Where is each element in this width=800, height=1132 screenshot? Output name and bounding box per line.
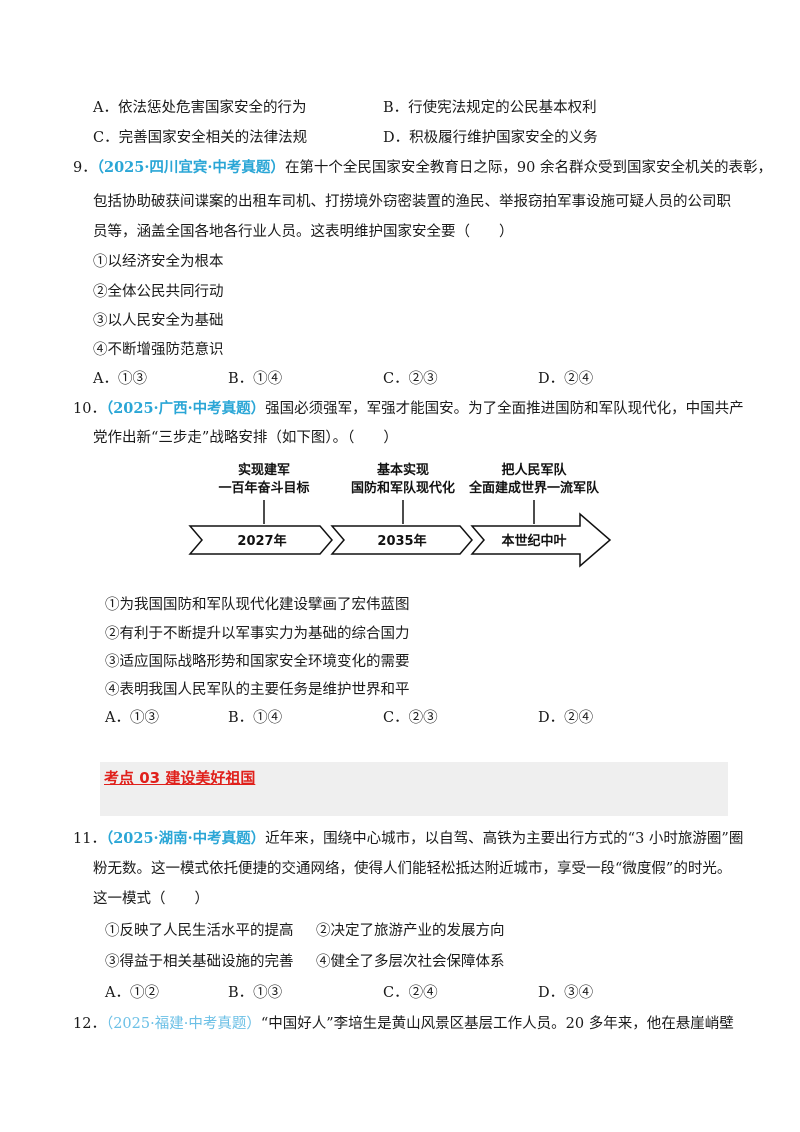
section-title: 考点 03 建设美好祖国	[104, 769, 256, 787]
statement-item: ②有利于不断提升以军事实力为基础的综合国力	[105, 626, 410, 642]
three-step-strategy-diagram: 实现建军 一百年奋斗目标 基本实现 国防和军队现代化 把人民军队 全面建成世界一…	[188, 462, 612, 568]
choice-b: B．①③	[228, 985, 283, 1001]
choice-a: A．①③	[93, 371, 147, 387]
stem-text: 这一模式（ ）	[93, 891, 209, 907]
option-a: A．依法惩处危害国家安全的行为	[93, 100, 307, 116]
question-12-stem: 12．（2025·福建·中考真题）“中国好人”李培生是黄山风景区基层工作人员。2…	[73, 1014, 734, 1034]
question-number: 9．	[73, 160, 97, 176]
stem-text: 在第十个全民国家安全教育日之际，90 余名群众受到国家安全机关的表彰，	[284, 160, 772, 176]
step-1-label: 2027年	[237, 533, 286, 549]
statement-item: ③得益于相关基础设施的完善	[105, 954, 294, 970]
stem-text: 近年来，围绕中心城市，以自驾、高铁为主要出行方式的“3 小时旅游圈”圈	[265, 831, 744, 847]
step-arrow-3	[470, 512, 612, 568]
choice-d: D．②④	[538, 710, 594, 726]
goal-2-line-2: 国防和军队现代化	[351, 480, 455, 496]
question-number: 11．	[73, 831, 106, 847]
question-10-stem: 10．（2025·广西·中考真题）强国必须强军，军强才能国安。为了全面推进国防和…	[73, 399, 744, 419]
statement-item: ①以经济安全为根本	[93, 254, 224, 270]
stem-text: 党作出新“三步走”战略安排（如下图）。（ ）	[93, 430, 398, 446]
goal-2-line-1: 基本实现	[376, 462, 429, 478]
option-b: B．行使宪法规定的公民基本权利	[383, 100, 597, 116]
option-d: D．积极履行维护国家安全的义务	[383, 130, 598, 146]
source-tag: （2025·广西·中考真题）	[105, 400, 266, 417]
choice-d: D．③④	[538, 985, 594, 1001]
goal-1-line-2: 一百年奋斗目标	[218, 480, 309, 496]
statement-item: ④健全了多层次社会保障体系	[316, 954, 505, 970]
question-9-stem: 9．（2025·四川宜宾·中考真题）在第十个全民国家安全教育日之际，90 余名群…	[73, 158, 772, 178]
choice-a: A．①②	[105, 985, 159, 1001]
stem-text: 包括协助破获间谍案的出租车司机、打捞境外窃密装置的渔民、举报窃拍军事设施可疑人员…	[93, 194, 731, 210]
question-number: 10．	[73, 401, 106, 417]
step-chevron-1	[188, 525, 333, 555]
step-3-label: 本世纪中叶	[501, 533, 566, 549]
goal-1-line-1: 实现建军	[238, 462, 290, 478]
statement-item: ①为我国国防和军队现代化建设擘画了宏伟蓝图	[105, 597, 410, 613]
statement-item: ④表明我国人民军队的主要任务是维护世界和平	[105, 682, 410, 698]
source-tag: （2025·湖南·中考真题）	[105, 830, 266, 847]
statement-item: ②决定了旅游产业的发展方向	[316, 923, 505, 939]
stem-text: “中国好人”李培生是黄山风景区基层工作人员。20 多年来，他在悬崖峭壁	[260, 1016, 734, 1032]
statement-item: ③适应国际战略形势和国家安全环境变化的需要	[105, 654, 410, 670]
choice-b: B．①④	[228, 371, 283, 387]
stem-text: 员等，涵盖全国各地各行业人员。这表明维护国家安全要（ ）	[93, 224, 514, 240]
choice-c: C．②③	[383, 710, 438, 726]
statement-item: ②全体公民共同行动	[93, 284, 224, 300]
statement-item: ③以人民安全为基础	[93, 313, 224, 329]
question-11-stem: 11．（2025·湖南·中考真题）近年来，围绕中心城市，以自驾、高铁为主要出行方…	[73, 829, 743, 849]
step-2-label: 2035年	[377, 533, 426, 549]
choice-d: D．②④	[538, 371, 594, 387]
statement-item: ④不断增强防范意识	[93, 342, 224, 358]
choice-c: C．②③	[383, 371, 438, 387]
statement-item: ①反映了人民生活水平的提高	[105, 923, 294, 939]
source-tag: （2025·四川宜宾·中考真题）	[96, 159, 285, 176]
choice-a: A．①③	[105, 710, 159, 726]
step-chevron-2	[330, 525, 473, 555]
stem-text: 强国必须强军，军强才能国安。为了全面推进国防和军队现代化，中国共产	[265, 401, 744, 417]
goal-3-line-2: 全面建成世界一流军队	[468, 480, 600, 496]
goal-3-line-1: 把人民军队	[501, 462, 567, 478]
stem-text: 粉无数。这一模式依托便捷的交通网络，使得人们能轻松抵达附近城市，享受一段“微度假…	[93, 861, 732, 877]
source-tag: （2025·福建·中考真题）	[105, 1016, 261, 1032]
choice-c: C．②④	[383, 985, 438, 1001]
section-header-box	[100, 762, 728, 816]
question-number: 12．	[73, 1016, 106, 1032]
option-c: C．完善国家安全相关的法律法规	[93, 130, 308, 146]
choice-b: B．①④	[228, 710, 283, 726]
